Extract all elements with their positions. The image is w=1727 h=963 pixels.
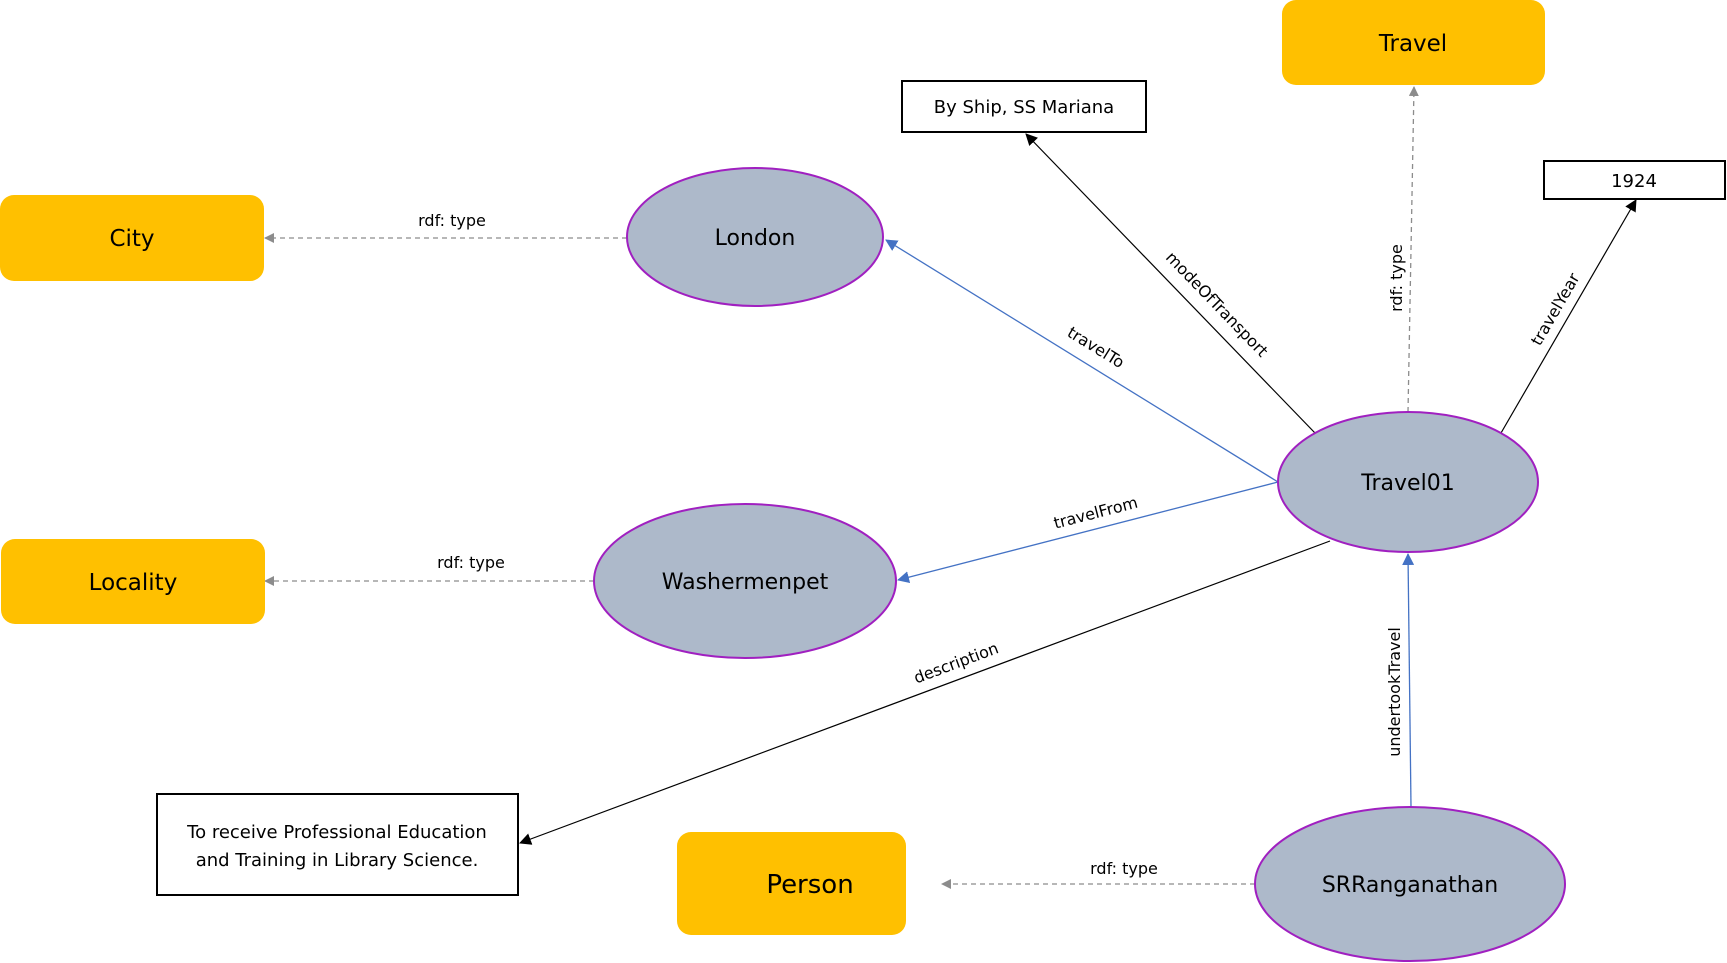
edge-london-rdf-type: rdf: type	[264, 211, 627, 243]
class-label: Locality	[89, 570, 178, 596]
class-label: Travel	[1378, 31, 1447, 57]
instance-node-travel01[interactable]: Travel01	[1277, 411, 1539, 553]
instance-label: Washermenpet	[662, 570, 829, 595]
edge-label: travelFrom	[1052, 493, 1140, 533]
edge-label: rdf: type	[1387, 244, 1406, 312]
edge-label: travelTo	[1064, 323, 1128, 372]
literal-label: 1924	[1611, 171, 1657, 192]
class-node-locality[interactable]: Locality	[1, 539, 265, 624]
class-node-person[interactable]: Person	[677, 832, 906, 935]
edge-washermenpet-rdf-type: rdf: type	[264, 553, 594, 586]
literal-label-line1: To receive Professional Education	[186, 822, 487, 843]
literal-label: By Ship, SS Mariana	[934, 97, 1114, 118]
literal-node-mode[interactable]: By Ship, SS Mariana	[901, 80, 1147, 133]
edge-srranganathan-rdf-type: rdf: type	[941, 859, 1255, 889]
instance-label: Travel01	[1360, 471, 1454, 496]
instance-node-washermenpet[interactable]: Washermenpet	[593, 503, 897, 659]
class-node-city[interactable]: City	[0, 195, 264, 281]
instance-node-srranganathan[interactable]: SRRanganathan	[1254, 806, 1566, 962]
edge-travel01-rdf-type: rdf: type	[1387, 86, 1419, 413]
instance-node-london[interactable]: London	[626, 167, 884, 307]
class-label: Person	[766, 870, 853, 900]
class-label: City	[109, 226, 154, 252]
literal-node-year[interactable]: 1924	[1543, 160, 1726, 200]
edge-label: undertookTravel	[1385, 627, 1404, 757]
edge-label: rdf: type	[418, 211, 486, 230]
edge-label: rdf: type	[1090, 859, 1158, 878]
edge-label: rdf: type	[437, 553, 505, 572]
edge-travel-to: travelTo	[885, 239, 1279, 483]
instance-label: London	[715, 226, 796, 251]
edge-undertook-travel: undertookTravel	[1385, 553, 1415, 808]
edge-label: travelYear	[1527, 269, 1584, 348]
edge-mode-of-transport: modeOfTransport	[1025, 133, 1316, 434]
instance-label: SRRanganathan	[1322, 873, 1498, 898]
literal-node-description[interactable]: To receive Professional Education and Tr…	[156, 793, 519, 896]
edge-travel-year: travelYear	[1500, 199, 1637, 434]
edge-travel-from: travelFrom	[897, 481, 1279, 584]
class-node-travel[interactable]: Travel	[1282, 0, 1545, 85]
edge-label: modeOfTransport	[1162, 248, 1272, 361]
literal-label-line2: and Training in Library Science.	[196, 850, 479, 871]
